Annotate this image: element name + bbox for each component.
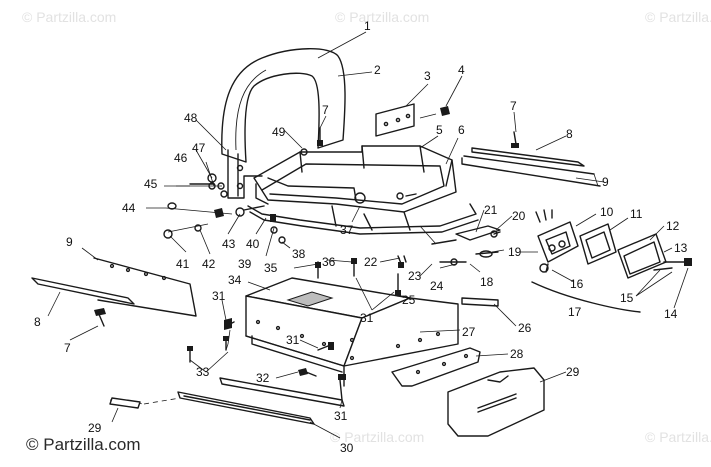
watermark-top-right: © Partzilla.com xyxy=(645,9,711,25)
floor-rails xyxy=(109,297,499,425)
watermark-top-center: © Partzilla.com xyxy=(335,9,429,25)
callout-42: 42 xyxy=(202,257,216,271)
backrest-bracket xyxy=(227,149,263,199)
storage-box xyxy=(245,277,459,387)
right-rail xyxy=(461,131,601,187)
callout-4: 4 xyxy=(458,63,465,77)
callout-5: 5 xyxy=(436,123,443,137)
callout-24: 24 xyxy=(430,279,444,293)
callout-36: 36 xyxy=(322,255,336,269)
hinge-hardware xyxy=(163,173,286,244)
callout-8-left-rail: 8 xyxy=(34,315,41,329)
callout-labels: 1 2 3 4 5 6 7 7 7 8 8 9 9 10 11 12 13 14… xyxy=(34,19,688,455)
callout-31-front: 31 xyxy=(286,333,300,347)
callout-28: 28 xyxy=(510,347,524,361)
callout-31-left: 31 xyxy=(212,289,226,303)
left-rail xyxy=(31,257,197,327)
backrest-pad xyxy=(221,48,346,163)
callout-14: 14 xyxy=(664,307,678,321)
callout-2: 2 xyxy=(374,63,381,77)
callout-16: 16 xyxy=(570,277,584,291)
callout-30: 30 xyxy=(340,441,354,455)
callout-9-right-rail: 9 xyxy=(602,175,609,189)
callout-7-right-rail: 7 xyxy=(510,99,517,113)
callout-11: 11 xyxy=(630,207,643,221)
taillight-assembly xyxy=(397,209,692,313)
callout-47: 47 xyxy=(192,141,206,155)
callout-31-bottom: 31 xyxy=(334,409,348,423)
callout-12: 12 xyxy=(666,219,680,233)
callout-32: 32 xyxy=(256,371,270,385)
callout-7-rack: 7 xyxy=(322,103,329,117)
callout-20: 20 xyxy=(512,209,526,223)
callout-26: 26 xyxy=(518,321,532,335)
callout-39: 39 xyxy=(238,257,252,271)
callout-34: 34 xyxy=(228,273,242,287)
callout-40: 40 xyxy=(246,237,260,251)
rack-hardware xyxy=(300,127,417,204)
side-plate xyxy=(375,103,450,137)
callout-35: 35 xyxy=(264,261,278,275)
box-fasteners xyxy=(187,255,407,401)
callout-9-left-rail: 9 xyxy=(66,235,73,249)
callout-49: 49 xyxy=(272,125,286,139)
rear-cover xyxy=(447,367,545,437)
callout-29-floor-strap: 29 xyxy=(88,421,102,435)
callout-45: 45 xyxy=(144,177,158,191)
callout-37: 37 xyxy=(340,223,354,237)
callout-31-top: 31 xyxy=(360,311,374,325)
callout-8-right-rail: 8 xyxy=(566,127,573,141)
callout-15: 15 xyxy=(620,291,634,305)
callout-41: 41 xyxy=(176,257,190,271)
callout-25: 25 xyxy=(402,293,416,307)
callout-18: 18 xyxy=(480,275,494,289)
callout-29: 29 xyxy=(566,365,580,379)
callout-33: 33 xyxy=(196,365,210,379)
callout-7-left-rail: 7 xyxy=(64,341,71,355)
callout-10: 10 xyxy=(600,205,614,219)
callout-46: 46 xyxy=(174,151,188,165)
watermark-layer: © Partzilla.com © Partzilla.com © Partzi… xyxy=(22,9,711,445)
callout-38: 38 xyxy=(292,247,306,261)
callout-27: 27 xyxy=(462,325,476,339)
callout-23: 23 xyxy=(408,269,422,283)
partzilla-footer-watermark: © Partzilla.com xyxy=(26,435,141,454)
callout-19: 19 xyxy=(508,245,522,259)
callout-48: 48 xyxy=(184,111,198,125)
rack-frame xyxy=(247,145,479,235)
watermark-top-left: © Partzilla.com xyxy=(22,9,116,25)
callout-22: 22 xyxy=(364,255,378,269)
callout-3: 3 xyxy=(424,69,431,83)
callout-17: 17 xyxy=(568,305,582,319)
watermark-bottom-center: © Partzilla.com xyxy=(330,429,424,445)
leader-lines xyxy=(47,31,689,439)
watermark-bottom-right: © Partzilla.com xyxy=(645,429,711,445)
callout-13: 13 xyxy=(674,241,688,255)
callout-21: 21 xyxy=(484,203,498,217)
callout-1: 1 xyxy=(364,19,371,33)
callout-44: 44 xyxy=(122,201,136,215)
callout-43: 43 xyxy=(222,237,236,251)
callout-6: 6 xyxy=(458,123,465,137)
